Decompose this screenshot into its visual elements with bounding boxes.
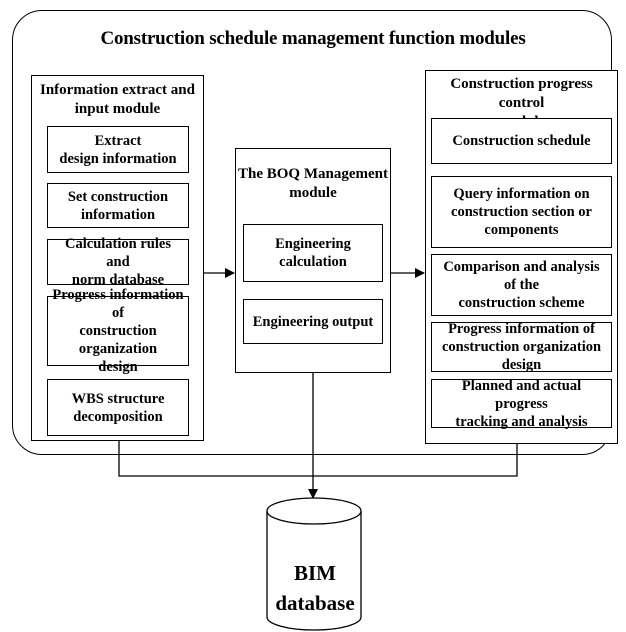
left-item-wbs: WBS structure decomposition	[47, 379, 189, 436]
middle-item-engineering-output: Engineering output	[243, 299, 383, 344]
diagram-title: Construction schedule management functio…	[100, 28, 526, 49]
database-label: BIM database	[275, 561, 355, 615]
database-cylinder-icon	[266, 497, 362, 631]
right-item-query-information: Query information on construction sectio…	[431, 176, 612, 248]
right-item-planned-actual: Planned and actual progress tracking and…	[431, 378, 612, 430]
right-item-comparison-analysis: Comparison and analysis of the construct…	[431, 254, 612, 316]
right-item-construction-schedule: Construction schedule	[431, 118, 612, 164]
left-item-set-construction: Set construction information	[47, 183, 189, 228]
boq-module-title: The BOQ Management module	[238, 166, 388, 201]
middle-item-engineering-calculation: Engineering calculation	[243, 224, 383, 282]
line-right-to-database	[313, 444, 518, 477]
left-item-calculation-rules: Calculation rules and norm database	[47, 236, 189, 288]
line-left-to-database	[118, 441, 313, 477]
right-item-progress-information: Progress information of construction org…	[431, 321, 612, 373]
info-extract-module-title: Information extract and input module	[40, 82, 195, 117]
left-item-extract-design: Extract design information	[47, 126, 189, 173]
left-item-progress-info: Progress information of construction org…	[47, 287, 189, 375]
